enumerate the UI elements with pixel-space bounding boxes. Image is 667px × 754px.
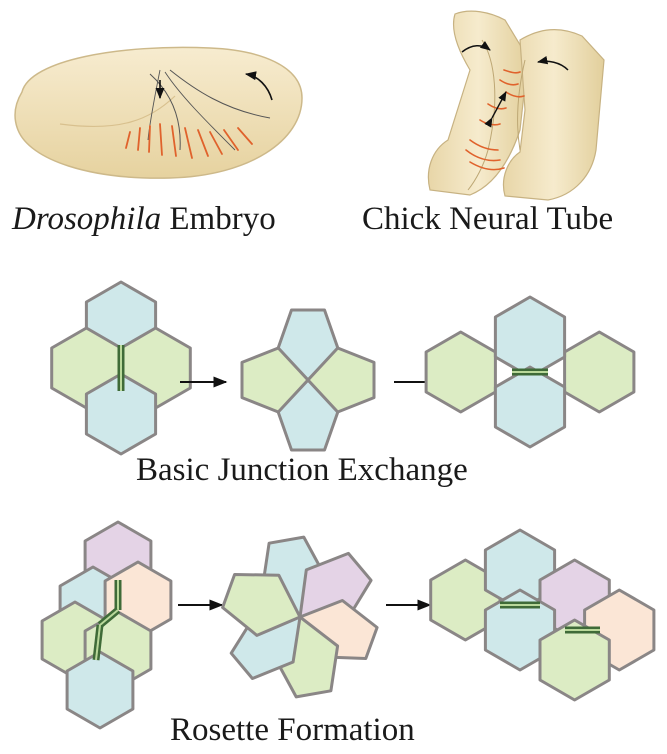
caption-basic-junction-exchange: Basic Junction Exchange <box>136 452 468 489</box>
rosette-formation-diagram <box>42 522 654 728</box>
cell-top <box>495 297 564 377</box>
chick-neural-tube-illustration <box>428 11 604 200</box>
cell-right <box>565 332 634 412</box>
caption-drosophila-rest: Embryo <box>161 201 276 237</box>
caption-drosophila: Drosophila Embryo <box>12 201 276 238</box>
caption-drosophila-genus: Drosophila <box>12 201 161 237</box>
caption-rosette-formation: Rosette Formation <box>170 712 415 749</box>
caption-chick-neural-tube: Chick Neural Tube <box>362 201 613 238</box>
cell-bottom <box>495 367 564 447</box>
drosophila-embryo-illustration <box>15 47 302 178</box>
basic-junction-exchange-diagram <box>52 282 634 454</box>
cell-left <box>426 332 495 412</box>
